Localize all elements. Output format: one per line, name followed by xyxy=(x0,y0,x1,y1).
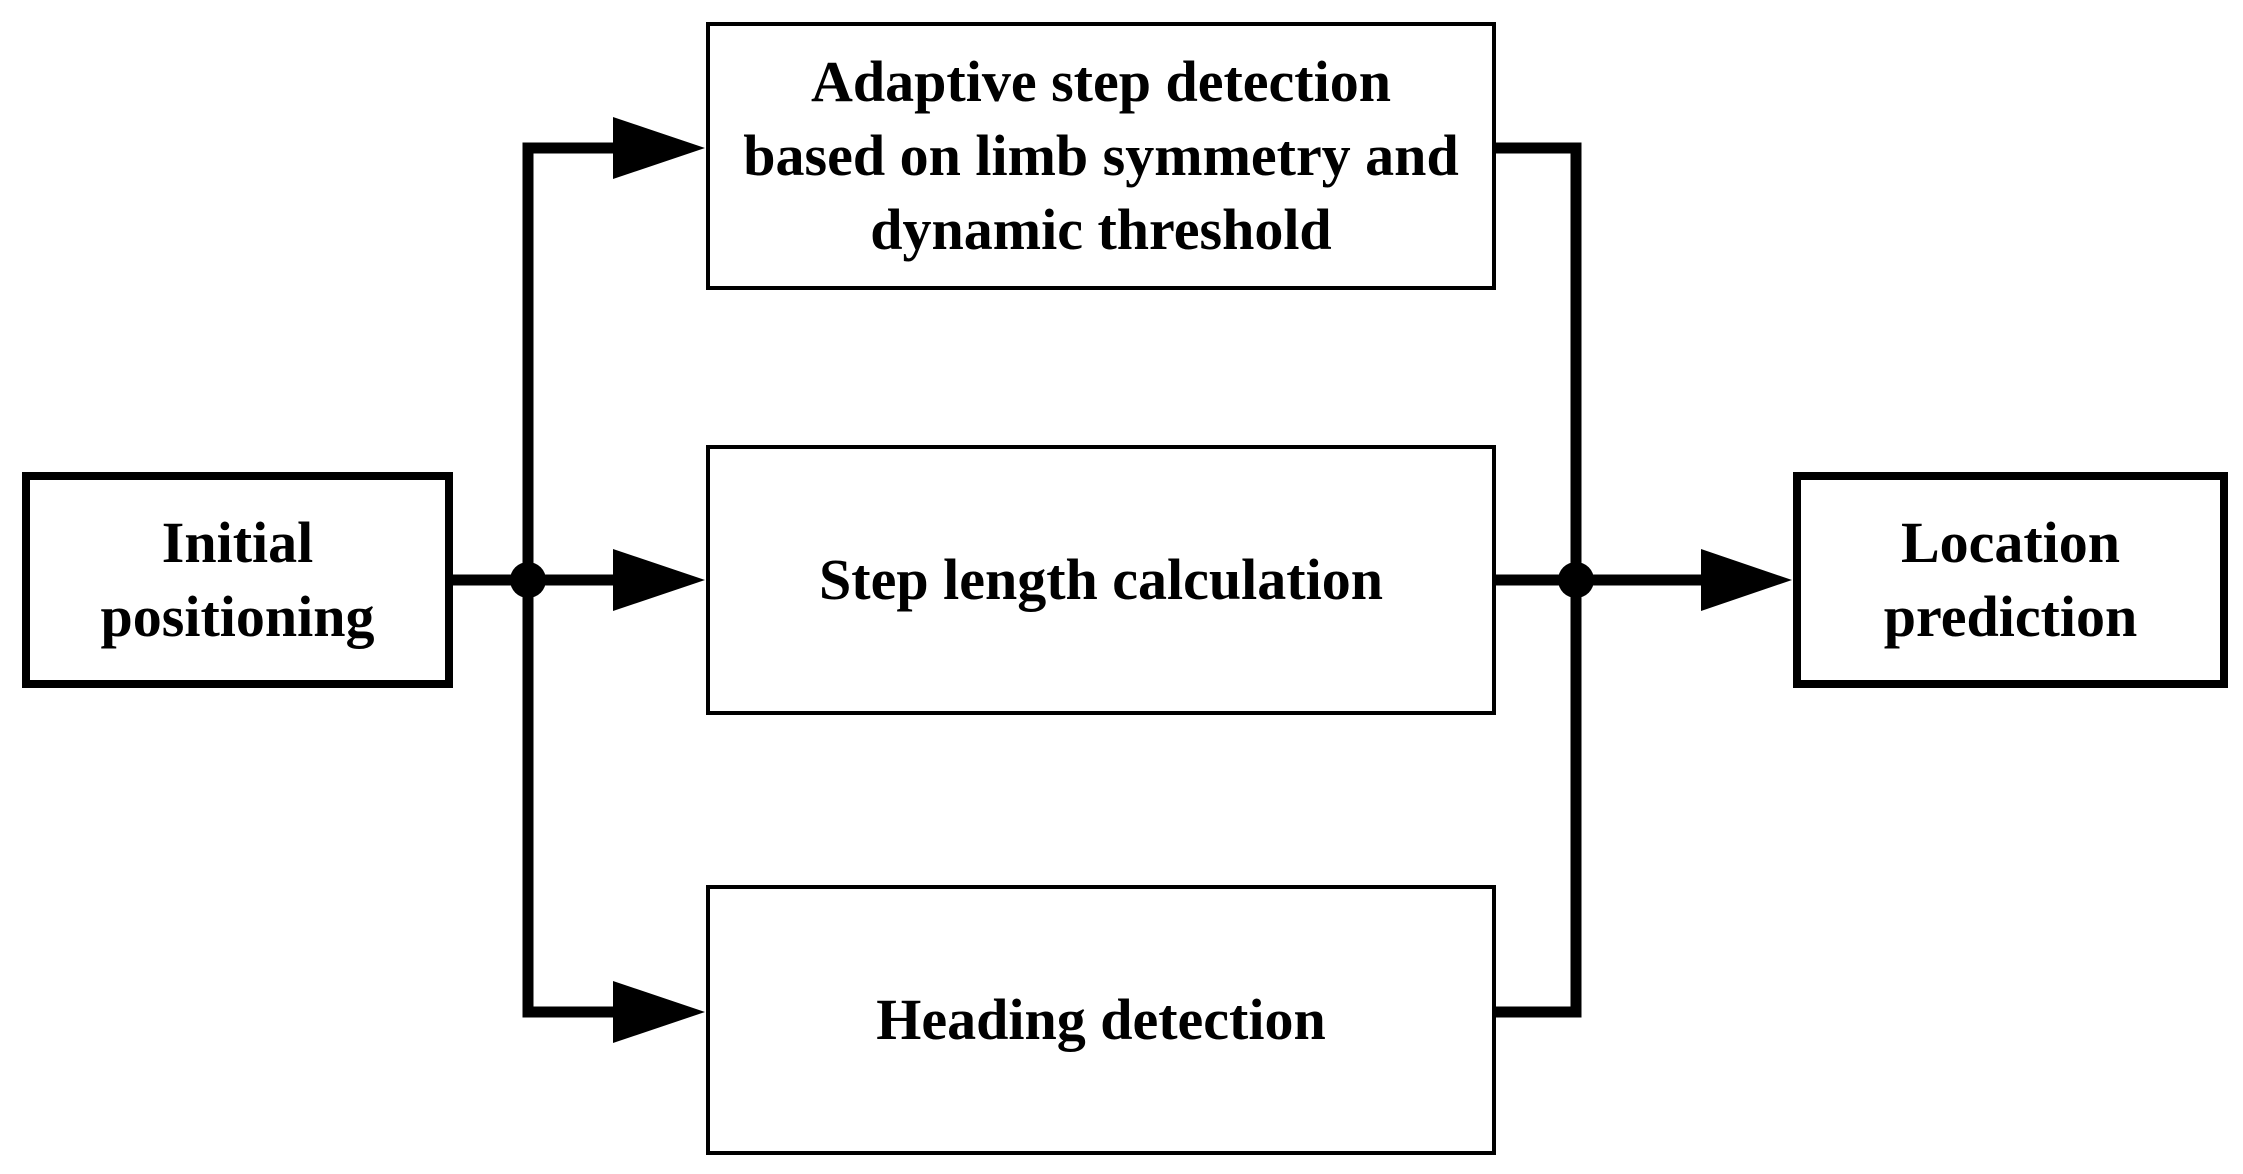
node-heading-detection-label: Heading detection xyxy=(876,987,1326,1052)
node-location-prediction: Location prediction xyxy=(1793,472,2228,688)
arrowhead-icon-location xyxy=(1701,549,1792,611)
node-adaptive-step-detection-label: Adaptive step detection based on limb sy… xyxy=(743,49,1459,262)
node-initial-positioning-label: Initial positioning xyxy=(100,510,375,649)
arrowhead-icon-step xyxy=(613,549,705,611)
node-adaptive-step-detection: Adaptive step detection based on limb sy… xyxy=(706,22,1496,290)
junction-dot-right xyxy=(1558,562,1594,598)
arrowhead-icon-adaptive xyxy=(613,117,705,179)
node-step-length-calculation-label: Step length calculation xyxy=(819,547,1383,612)
node-location-prediction-label: Location prediction xyxy=(1883,510,2138,649)
node-initial-positioning: Initial positioning xyxy=(22,472,453,688)
node-step-length-calculation: Step length calculation xyxy=(706,445,1496,715)
arrowhead-icon-heading xyxy=(613,981,705,1043)
junction-dot-left xyxy=(510,562,546,598)
node-heading-detection: Heading detection xyxy=(706,885,1496,1155)
